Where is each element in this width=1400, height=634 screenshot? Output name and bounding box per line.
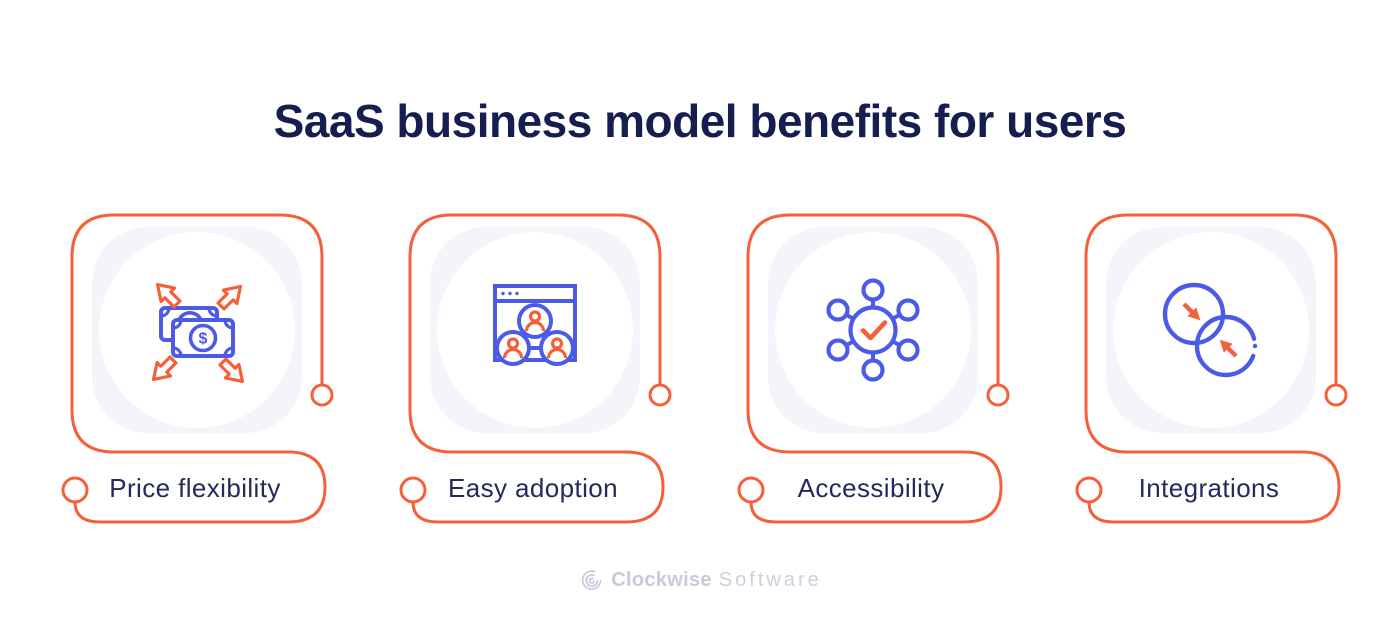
card-label: Accessibility [797,473,945,503]
hub-nodes [826,278,920,382]
brand-footer: Clockwise Software [0,567,1400,593]
dollar-sign: $ [199,331,208,348]
card-label: Integrations [1138,473,1280,503]
card-label: Easy adoption [448,473,618,503]
circle-bottom-right [1194,314,1258,378]
banknotes [159,306,235,358]
benefit-card-accessibility: Accessibility [726,205,1016,535]
page-title: SaaS business model benefits for users [273,95,1127,147]
benefit-card-easy-adoption: Easy adoption [388,205,678,535]
brand-name-light: Software [718,568,822,591]
clockwise-logo-icon [581,570,602,590]
brand-name-bold: Clockwise [611,568,712,591]
merge-arrow-down-right [1182,302,1201,321]
circle-top-left [1162,282,1226,346]
card-label: Price flexibility [109,473,281,503]
benefit-card-integrations: Integrations [1064,205,1354,535]
merge-arrow-up-left [1219,339,1238,358]
check-mark [860,320,888,341]
benefit-cards-row: $ Price flexibility [50,205,1354,535]
benefit-card-price-flexibility: $ Price flexibility [50,205,340,535]
browser-dots [501,291,519,296]
money-expand-arrows-icon: $ [151,282,245,384]
network-check-icon [826,278,920,382]
user-glyphs [502,310,568,359]
expand-arrows [151,282,245,384]
browser-team-icon [493,284,577,366]
merging-circles-icon [1162,282,1258,378]
